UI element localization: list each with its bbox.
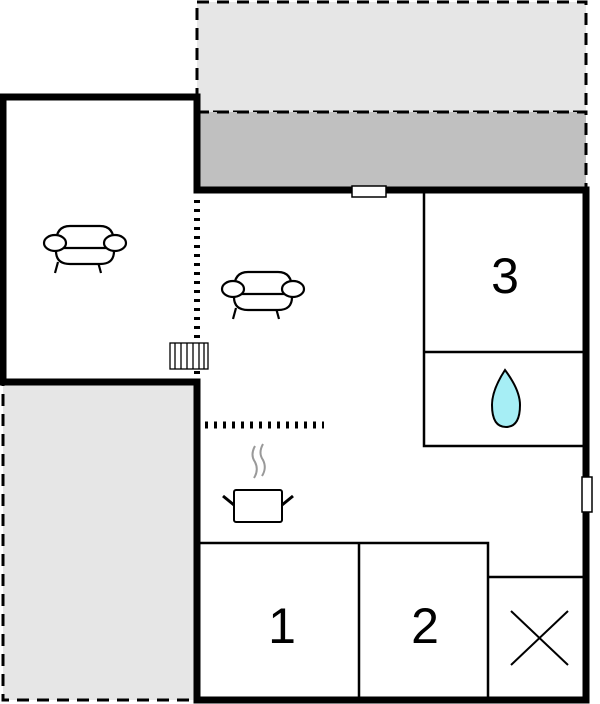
cross-icon bbox=[510, 610, 569, 666]
room-label-2: 2 bbox=[411, 598, 439, 654]
window-right bbox=[581, 476, 593, 513]
window-top bbox=[351, 185, 387, 198]
room-label-3: 3 bbox=[491, 248, 519, 304]
room-label-1: 1 bbox=[268, 598, 296, 654]
outer-walls bbox=[0, 93, 590, 704]
cooking-pot-icon bbox=[222, 443, 294, 523]
radiator-icon bbox=[169, 342, 209, 370]
covered-terrace bbox=[195, 110, 588, 192]
interior-walls bbox=[197, 193, 586, 700]
water-drop-icon bbox=[490, 368, 522, 429]
top-terrace bbox=[195, 0, 588, 114]
side-terrace bbox=[1, 380, 199, 702]
